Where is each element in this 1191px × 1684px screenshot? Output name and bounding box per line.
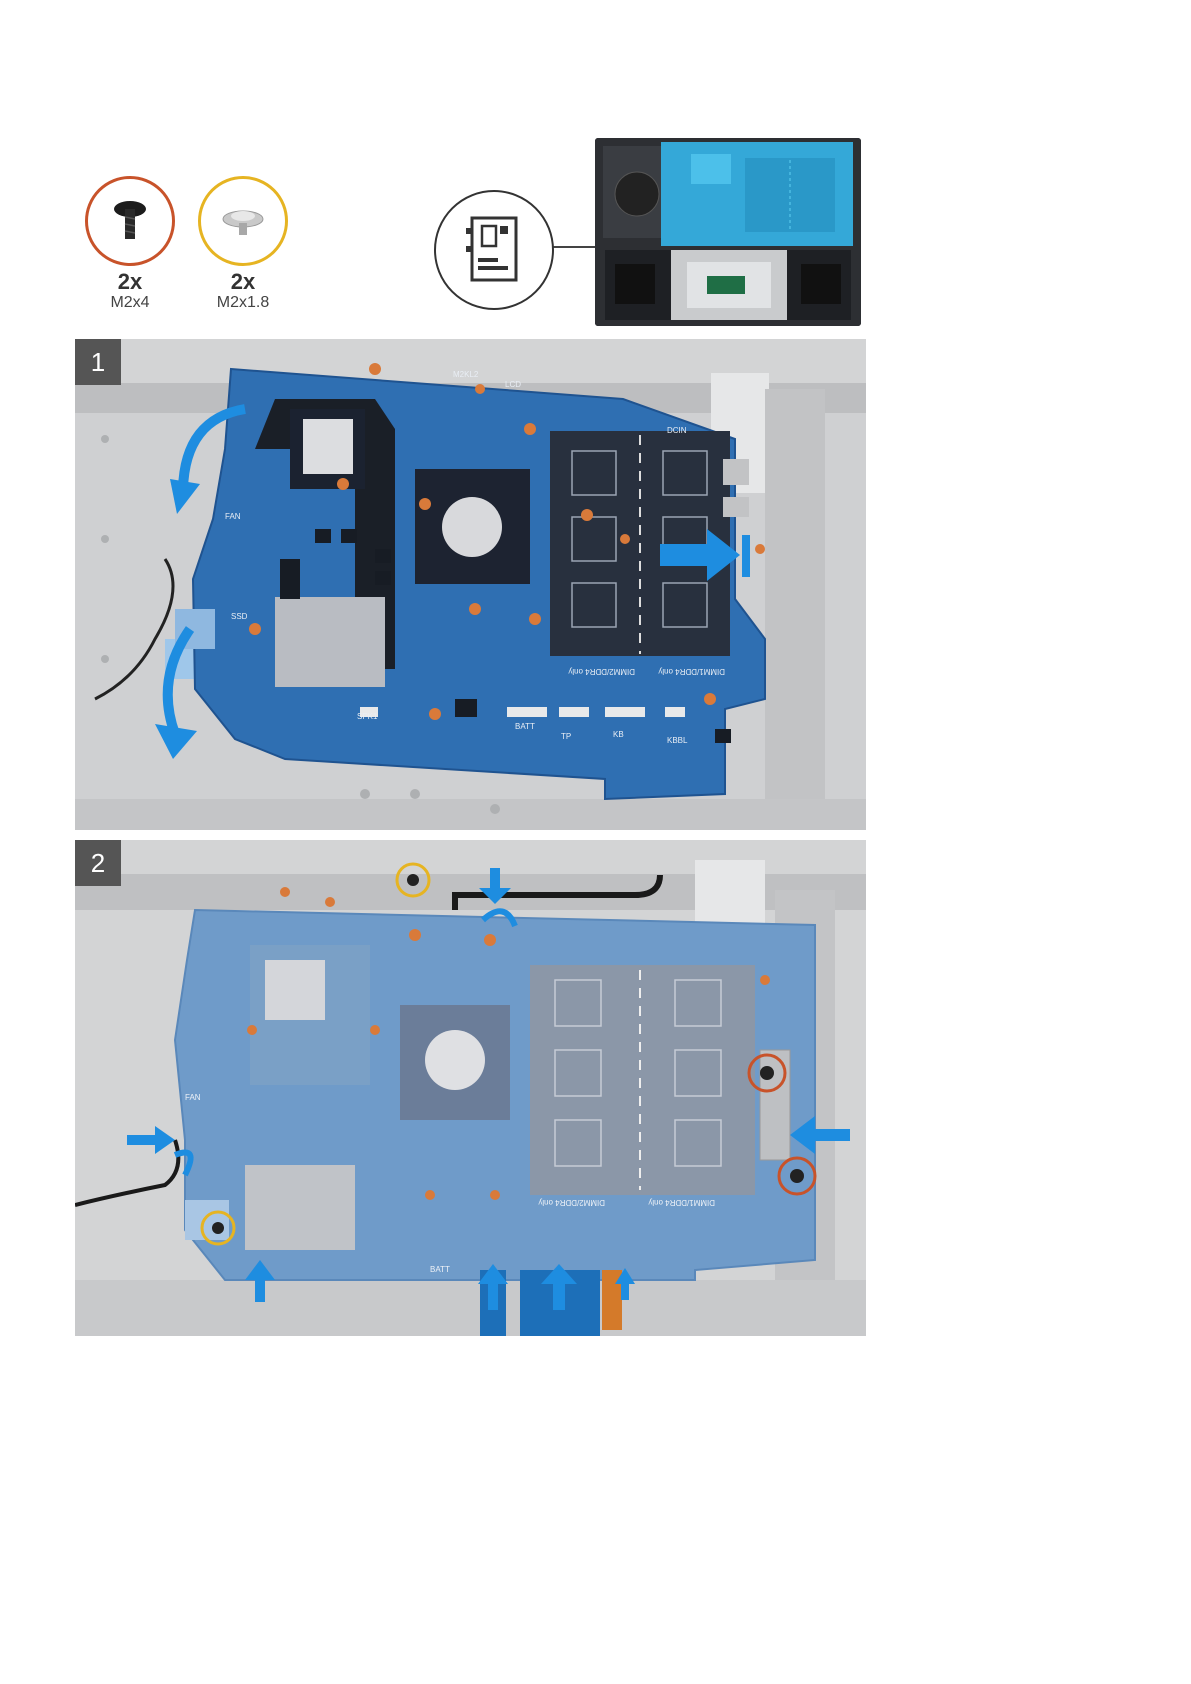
- laptop-overview-image: [595, 138, 861, 326]
- screw-m2x1-8-legend: 2x M2x1.8: [193, 176, 293, 312]
- system-board-icon: [434, 190, 554, 310]
- silver-screw-icon: [198, 176, 288, 266]
- dcin-label: DCIN: [667, 426, 687, 435]
- dimm2-label: DIMM2/DDR4 only: [538, 1198, 605, 1207]
- spk-label: SPK1: [357, 712, 378, 721]
- m2-label: M2KL2: [453, 370, 479, 379]
- step-1-illustration: LCD M2KL2 DCIN SSD SPK1 BATT TP KB KBBL …: [75, 339, 866, 830]
- screw-quantity: 2x: [80, 270, 180, 294]
- fan-label: FAN: [185, 1093, 201, 1102]
- kbbl-label: KBBL: [667, 736, 688, 745]
- dimm1-label: DIMM1/DDR4 only: [658, 667, 725, 676]
- dimm1-label: DIMM1/DDR4 only: [648, 1198, 715, 1207]
- screw-quantity: 2x: [193, 270, 293, 294]
- step-1-panel: 1: [75, 339, 866, 830]
- black-screw-icon: [85, 176, 175, 266]
- dimm2-label: DIMM2/DDR4 only: [568, 667, 635, 676]
- step-2-panel: 2: [75, 840, 866, 1336]
- fan-label: FAN: [225, 512, 241, 521]
- kb-label: KB: [613, 730, 624, 739]
- screw-m2x4-legend: 2x M2x4: [80, 176, 180, 312]
- step-number: 1: [75, 339, 121, 385]
- step-2-illustration: FAN BATT DIMM2/DDR4 only DIMM1/DDR4 only: [75, 840, 866, 1336]
- ssd-label: SSD: [231, 612, 248, 621]
- screw-size: M2x1.8: [193, 294, 293, 312]
- step-number: 2: [75, 840, 121, 886]
- tp-label: TP: [561, 732, 571, 741]
- batt-label: BATT: [430, 1265, 450, 1274]
- batt-label: BATT: [515, 722, 535, 731]
- lcd-label: LCD: [505, 380, 521, 389]
- screw-size: M2x4: [80, 294, 180, 312]
